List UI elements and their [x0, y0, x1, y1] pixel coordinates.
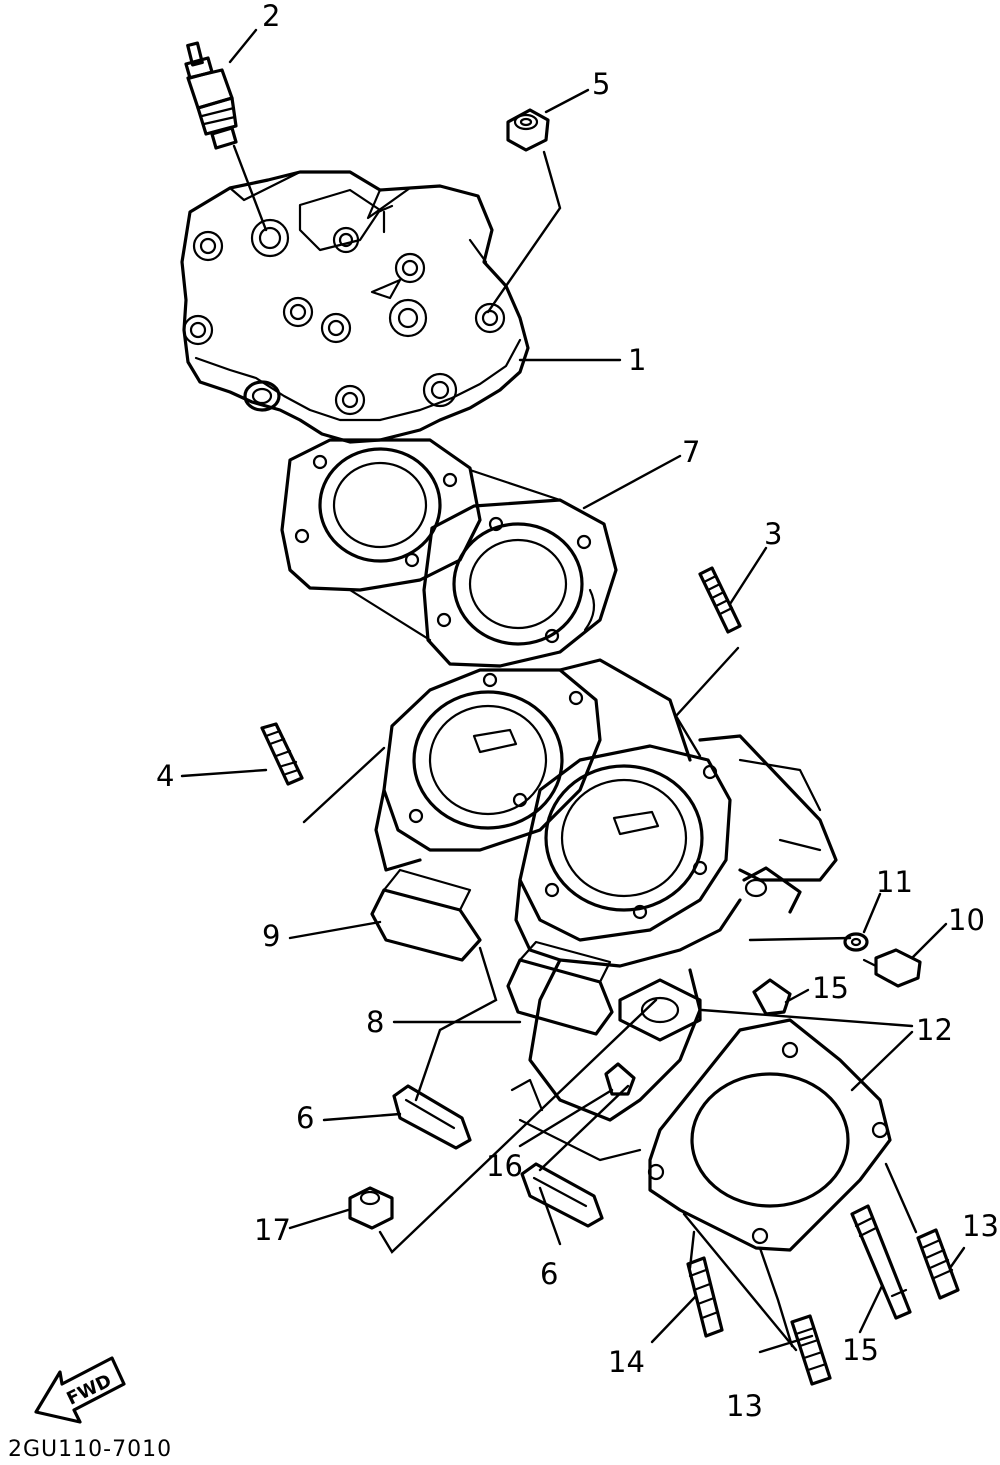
stud-15 — [850, 1204, 912, 1320]
callout-10: 10 — [948, 903, 985, 937]
dowel-16-upper — [752, 978, 792, 1016]
cylinder-base-gasket — [647, 1018, 892, 1252]
callout-16-lower: 16 — [486, 1149, 523, 1183]
stud-14 — [686, 1256, 724, 1338]
callout-3: 3 — [764, 517, 782, 551]
callout-6-lower: 6 — [540, 1257, 558, 1291]
cylinder-head — [180, 170, 530, 444]
plate-6-lower — [520, 1162, 604, 1228]
callout-labels: 2 5 1 7 3 4 9 8 6 11 10 15 12 16 17 6 13… — [156, 0, 999, 1423]
forward-arrow-icon: FWD — [34, 1356, 126, 1424]
callout-13-right: 13 — [962, 1209, 999, 1243]
spark-plug — [184, 41, 238, 150]
callout-11: 11 — [876, 865, 913, 899]
part-code: 2GU110-7010 — [8, 1437, 172, 1462]
reed-joint-9 — [370, 868, 482, 962]
dowel-16-lower — [604, 1062, 636, 1096]
gasket-connector — [348, 468, 562, 642]
callout-4: 4 — [156, 759, 174, 793]
cylinder-block — [374, 658, 838, 1162]
reed-joint-8 — [506, 940, 614, 1036]
stud-13-right — [916, 1228, 960, 1300]
stud-13-bottom — [790, 1314, 832, 1386]
callout-5: 5 — [592, 67, 610, 101]
callout-14: 14 — [608, 1345, 645, 1379]
callout-6-upper: 6 — [296, 1101, 314, 1135]
callout-9: 9 — [262, 919, 280, 953]
callout-8: 8 — [366, 1005, 384, 1039]
callout-16-upper: 15 — [812, 971, 849, 1005]
callout-15: 15 — [842, 1333, 879, 1367]
cap-nut-17 — [348, 1186, 394, 1230]
head-gasket-front — [422, 498, 618, 668]
bolt-10 — [862, 948, 922, 988]
callout-13-bottom: 13 — [726, 1389, 763, 1423]
leader-lines — [180, 28, 966, 1354]
stud-4 — [260, 722, 304, 786]
callout-1: 1 — [628, 343, 646, 377]
callout-2: 2 — [262, 0, 280, 33]
plate-6-upper — [392, 1084, 472, 1150]
callout-7: 7 — [682, 435, 700, 469]
callout-17: 17 — [254, 1213, 291, 1247]
stud-3 — [698, 566, 742, 634]
cap-nut-top — [506, 108, 550, 152]
head-gasket-rear — [280, 438, 482, 592]
callout-12: 12 — [916, 1013, 953, 1047]
washer-11 — [843, 932, 869, 952]
